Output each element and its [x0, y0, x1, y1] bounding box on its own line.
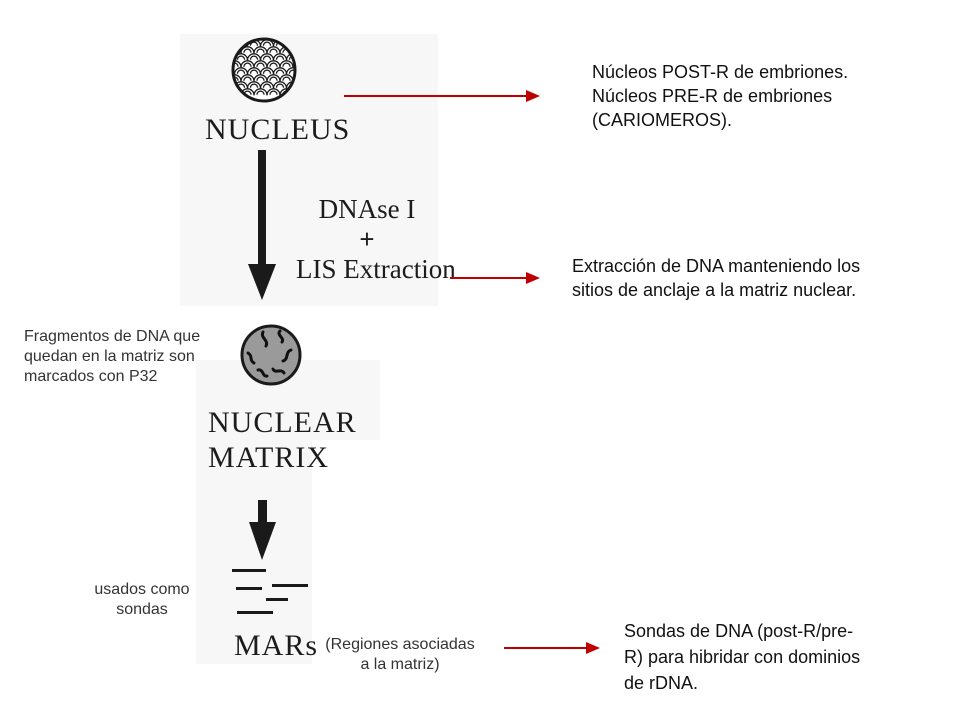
nuclear-matrix-label: NUCLEAR MATRIX	[208, 405, 357, 475]
mars-note-line-2: a la matriz)	[360, 656, 440, 673]
nuclei-description: Núcleos POST-R de embriones. Núcleos PRE…	[592, 60, 848, 132]
fragments-note-line-1: Fragmentos de DNA que	[24, 328, 201, 345]
nucleus-icon	[231, 37, 297, 103]
probes-note: usados como sondas	[82, 580, 202, 620]
probes-note-line-2: sondas	[116, 601, 168, 618]
nuclei-description-line-2: Núcleos PRE-R de embriones	[592, 86, 833, 106]
extraction-description: Extracción de DNA manteniendo los sitios…	[572, 254, 860, 302]
treatment-label: DNAse I + LIS Extraction	[296, 194, 456, 284]
nuclear-matrix-label-line-1: NUCLEAR	[208, 406, 357, 439]
nuclear-matrix-label-line-2: MATRIX	[208, 441, 330, 474]
mars-note-line-1: (Regiones asociadas	[325, 636, 475, 653]
probes-note-line-1: usados como	[94, 581, 190, 598]
treatment-line-dnase: DNAse I	[318, 194, 416, 224]
red-arrow-mars	[504, 642, 600, 654]
treatment-line-plus: +	[359, 224, 375, 254]
extraction-description-line-1: Extracción de DNA manteniendo los	[572, 256, 861, 276]
fragments-note-line-2: quedan en la matriz son	[24, 348, 195, 365]
dna-fragments-icon	[232, 569, 308, 614]
probes-description-line-1: Sondas de DNA (post-R/pre-	[624, 621, 854, 641]
figure-background-top	[180, 34, 438, 306]
probes-description-line-3: de rDNA.	[624, 673, 699, 693]
probes-description: Sondas de DNA (post-R/pre- R) para hibri…	[624, 618, 860, 696]
probes-description-line-2: R) para hibridar con dominios	[624, 647, 861, 667]
red-arrow-nucleus	[344, 90, 540, 102]
red-arrow-extraction	[450, 272, 540, 284]
nuclei-description-line-1: Núcleos POST-R de embriones.	[592, 62, 849, 82]
mars-note: (Regiones asociadas a la matriz)	[314, 635, 486, 675]
nuclei-description-line-3: (CARIOMEROS).	[592, 110, 733, 130]
extraction-description-line-2: sitios de anclaje a la matriz nuclear.	[572, 280, 857, 300]
treatment-line-lis: LIS Extraction	[296, 254, 456, 284]
nuclear-matrix-icon	[240, 324, 302, 386]
process-arrow-down-icon	[248, 150, 276, 300]
fragments-note: Fragmentos de DNA que quedan en la matri…	[24, 327, 200, 387]
nucleus-label: NUCLEUS	[205, 113, 351, 146]
figure-background-bottom	[196, 440, 312, 664]
fragments-note-line-3: marcados con P32	[24, 368, 158, 385]
matrix-to-mars-arrow-icon	[249, 500, 276, 560]
mars-label: MARs	[234, 629, 319, 662]
